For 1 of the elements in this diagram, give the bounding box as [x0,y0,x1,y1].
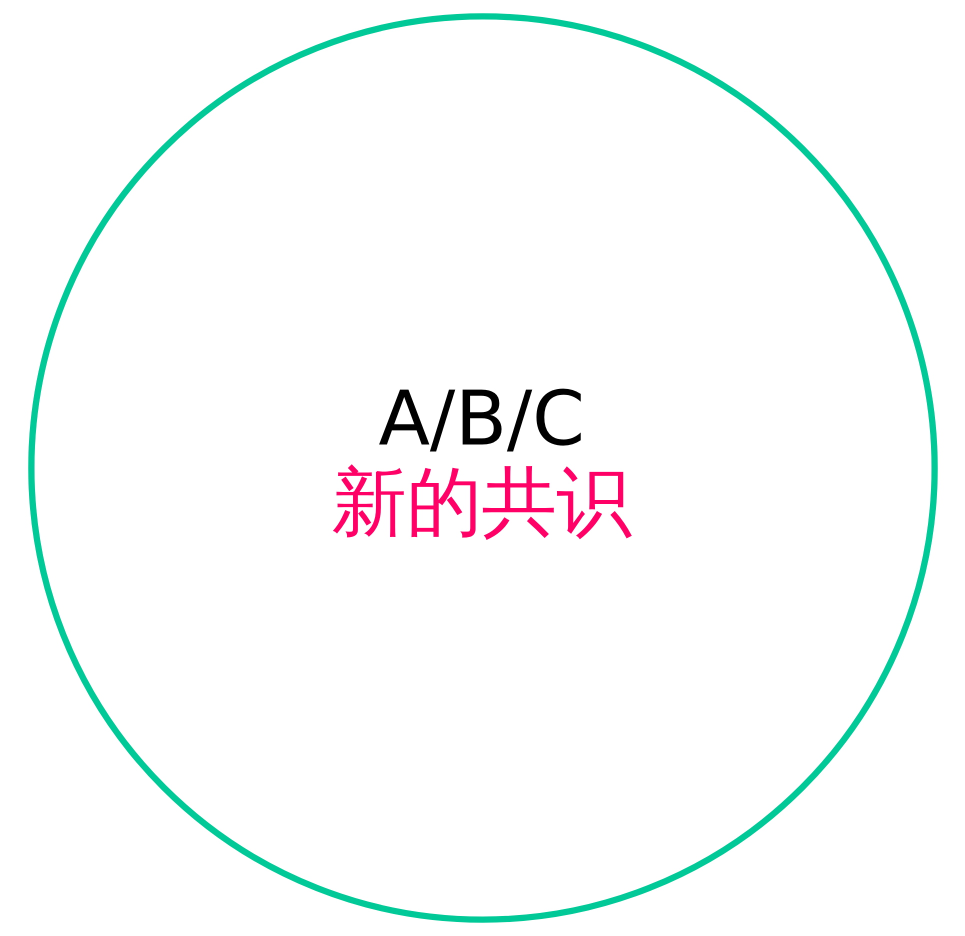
node-circle: A/B/C 新的共识 [28,13,938,923]
